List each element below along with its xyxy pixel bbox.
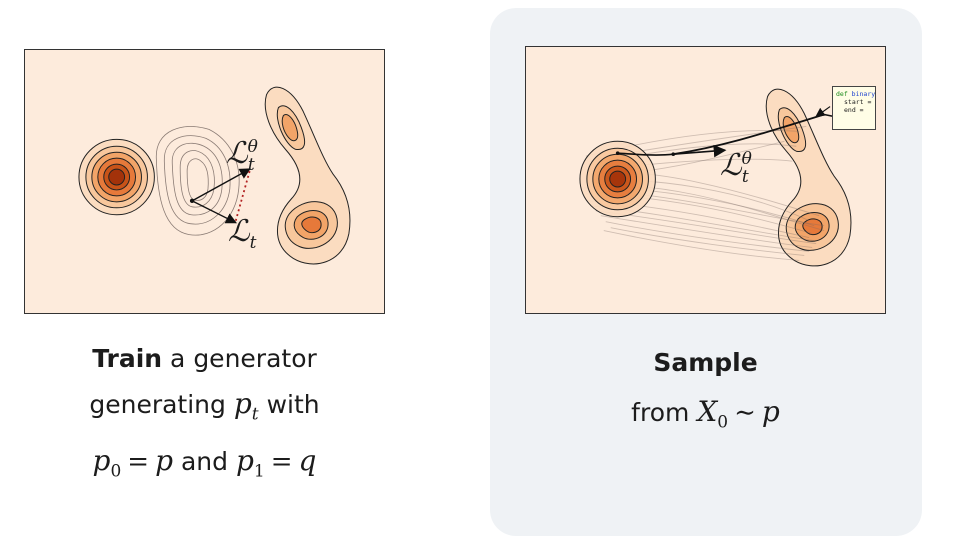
sample-path-segment	[617, 152, 674, 156]
train-caption: Train a generator generating pt with p0=…	[24, 336, 385, 494]
sample-path-main	[673, 113, 825, 156]
model-loss-label: ℒθt	[226, 136, 258, 175]
sample-trajectory-svg	[579, 88, 852, 267]
train-density-svg	[78, 86, 351, 265]
model-loss-label-right: ℒθt	[720, 148, 752, 187]
model-vector-arrow	[191, 168, 251, 202]
target-vector-arrow	[191, 200, 238, 224]
loss-dotted-line	[234, 170, 251, 221]
sample-caption-line1: Sample	[653, 348, 758, 377]
train-density-plot	[24, 49, 385, 314]
target-loss-label: ℒt	[228, 214, 257, 253]
sample-trajectory-plot	[525, 46, 886, 314]
source-distribution	[579, 140, 656, 218]
train-caption-line3: p0=p and p1=q	[92, 443, 317, 482]
code-pointer-arrow	[815, 106, 831, 118]
sample-caption: Sample from X0∼p	[525, 340, 886, 446]
target-distribution	[264, 86, 351, 265]
sample-caption-line2: from X0∼p	[631, 395, 780, 433]
source-distribution	[78, 138, 155, 216]
target-distribution	[765, 88, 852, 267]
train-caption-line1: Train a generator	[92, 344, 317, 373]
code-snippet-box: def binary start = end =	[832, 86, 876, 130]
train-caption-line2: generating pt with	[89, 387, 320, 425]
